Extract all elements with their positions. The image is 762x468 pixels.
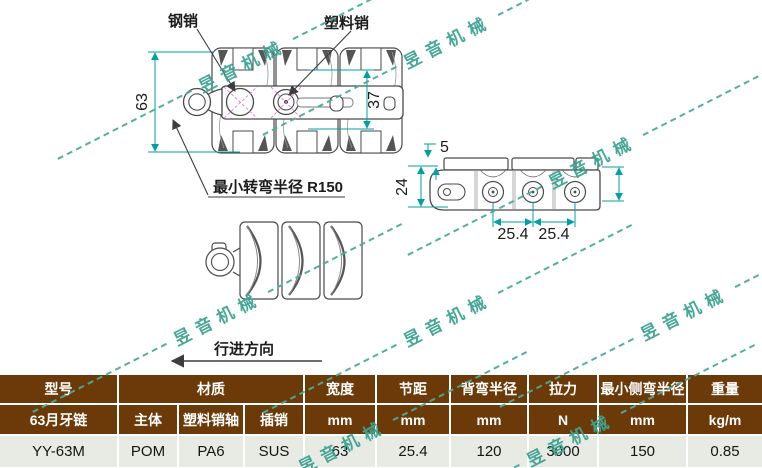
value-weight: 0.85 [688,436,762,467]
value-pin-shaft-material: PA6 [179,436,243,467]
dim-63: 63 [134,93,151,111]
subheader-plastic-pin-shaft: 塑料销轴 [179,405,243,434]
value-width: 63 [305,436,375,467]
label-travel-direction: 行进方向 [213,340,274,358]
col-header-material: 材质 [119,375,303,403]
value-tension: 3000 [529,436,597,467]
value-min-side-radius: 150 [599,436,686,467]
col-header-tension: 拉力 [529,375,597,403]
dim-pitch-left: 25.4 [497,226,528,243]
dim-5: 5 [440,139,449,156]
value-body-material: POM [119,436,177,467]
side-view [429,157,601,211]
subheader-insert-pin: 插销 [245,405,303,434]
label-plastic-pin: 塑料销 [324,14,369,32]
subheader-body: 主体 [119,405,177,434]
leader-lines [170,28,352,368]
value-backflex-radius: 120 [451,436,527,467]
value-model: YY-63M [0,436,117,467]
value-pitch: 25.4 [377,436,449,467]
dim-24: 24 [394,178,411,196]
spec-table: 型号 材质 宽度 节距 背弯半径 拉力 最小侧弯半径 重量 63月牙链 主体 塑… [0,375,762,467]
col-header-backflex-radius: 背弯半径 [451,375,527,403]
label-min-turn-radius: 最小转弯半径 R150 [213,178,343,196]
label-steel-pin: 钢销 [168,12,198,30]
subheader-chain-type: 63月牙链 [0,405,117,434]
dimension-lines [148,51,624,227]
unit-min-side-radius: mm [599,405,686,434]
col-header-model: 型号 [0,375,117,403]
unit-weight: kg/m [688,405,762,434]
technical-drawing: 63 37 24 5 25.4 25.4 钢销 塑料销 最小转弯半径 R150 … [134,12,624,368]
dim-pitch-right: 25.4 [538,226,569,243]
unit-width: mm [305,405,375,434]
col-header-width: 宽度 [305,375,375,403]
col-header-min-side-radius: 最小侧弯半径 [599,375,686,403]
col-header-pitch: 节距 [377,375,449,403]
unit-backflex-radius: mm [451,405,527,434]
unit-tension: N [529,405,597,434]
dim-37: 37 [366,91,383,109]
col-header-weight: 重量 [688,375,762,403]
value-insert-pin-material: SUS [245,436,303,467]
bottom-view [205,221,363,300]
unit-pitch: mm [377,405,449,434]
